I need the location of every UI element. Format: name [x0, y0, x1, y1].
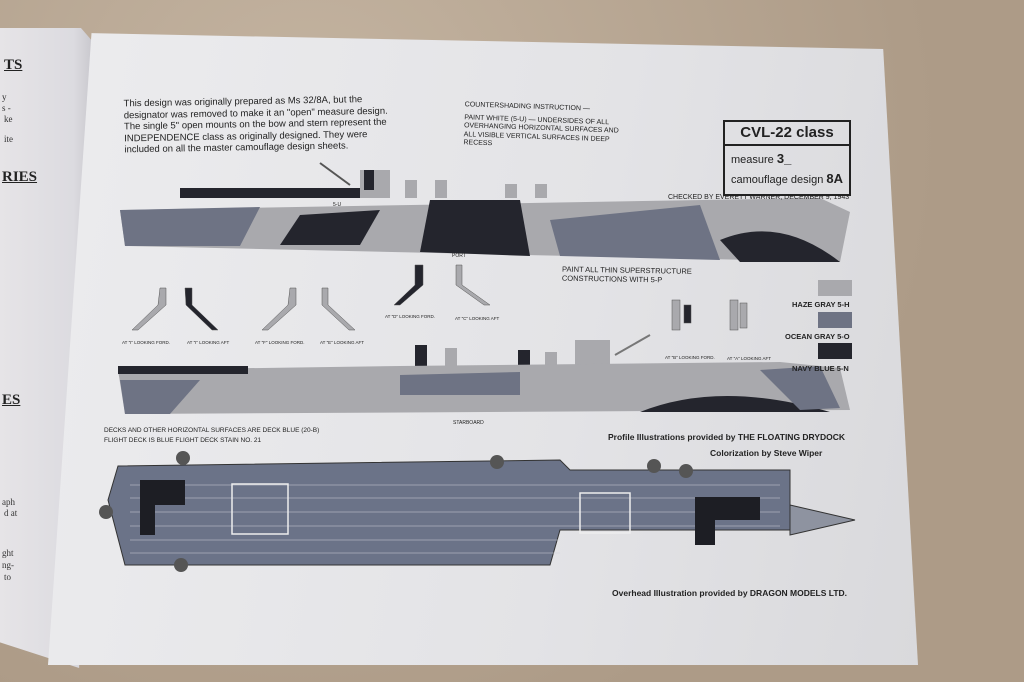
left-text: to [4, 572, 12, 582]
port-label: PORT [452, 253, 466, 259]
overhead-credit: Overhead Illustration provided by DRAGON… [612, 588, 848, 598]
profile-credit: Profile Illustrations provided by THE FL… [608, 432, 846, 442]
class-box: CVL-22 class measure 3_ camouflage desig… [723, 120, 851, 196]
left-text: d at [4, 508, 18, 518]
left-text: ite [4, 134, 13, 144]
countershading-body: PAINT WHITE (5-U) — UNDERSIDES OF ALL OV… [463, 113, 619, 148]
section-label: AT "B" LOOKING FORD. [665, 355, 715, 360]
left-text: ng- [2, 560, 14, 570]
section-label: AT "I" LOOKING FORD. [122, 340, 171, 345]
hull-5u-label: 5-U [333, 202, 342, 208]
left-text: aph [2, 497, 15, 507]
port-profile-ship [120, 162, 850, 262]
section-label: AT "I" LOOKING AFT [187, 340, 230, 345]
haze-gray-label: HAZE GRAY 5-H [792, 300, 850, 309]
left-text: ke [4, 114, 13, 124]
measure-row: measure 3_ [725, 151, 849, 166]
navy-blue-label: NAVY BLUE 5-N [792, 364, 849, 373]
ocean-gray-label: OCEAN GRAY 5-O [785, 332, 850, 341]
starboard-profile-ship [118, 334, 850, 414]
checked-by: CHECKED BY EVERETT WARNER, DECEMBER 9, 1… [668, 194, 850, 201]
intro-text: This design was originally prepared as M… [123, 94, 388, 156]
deck-note: DECKS AND OTHER HORIZONTAL SURFACES ARE … [104, 427, 320, 434]
section-label: AT "A" LOOKING AFT [727, 356, 772, 361]
section-label: AT "D" LOOKING FORD. [385, 314, 436, 319]
left-heading: ES [2, 392, 21, 408]
design-label: camouflage design [731, 174, 824, 186]
left-text: s - [2, 103, 11, 113]
left-text: ght [2, 548, 14, 558]
section-label: AT "C" LOOKING AFT [455, 316, 500, 321]
haze-gray-swatch [818, 280, 852, 296]
class-title: CVL-22 class [725, 122, 849, 146]
measure-label: measure [731, 154, 774, 166]
ocean-gray-swatch [818, 312, 852, 328]
left-heading: TS [4, 57, 23, 73]
starboard-label: STARBOARD [453, 420, 484, 426]
section-label: AT "F" LOOKING FORD. [255, 340, 305, 345]
design-value: 8A [826, 171, 844, 186]
design-row: camouflage design 8A [725, 171, 849, 186]
navy-blue-swatch [818, 343, 852, 359]
countershading-instruction: COUNTERSHADING INSTRUCTION — PAINT WHITE… [463, 101, 625, 153]
section-views [131, 264, 748, 331]
superstructure-note: PAINT ALL THIN SUPERSTRUCTURE CONSTRUCTI… [561, 264, 692, 285]
measure-value: 3_ [776, 151, 792, 166]
left-text: y [2, 92, 7, 102]
colorization-credit: Colorization by Steve Wiper [710, 448, 823, 458]
section-label: AT "E" LOOKING AFT [320, 340, 365, 345]
overhead-ship [99, 451, 856, 572]
flight-deck-note: FLIGHT DECK IS BLUE FLIGHT DECK STAIN NO… [104, 437, 262, 444]
left-heading: RIES [2, 169, 38, 185]
